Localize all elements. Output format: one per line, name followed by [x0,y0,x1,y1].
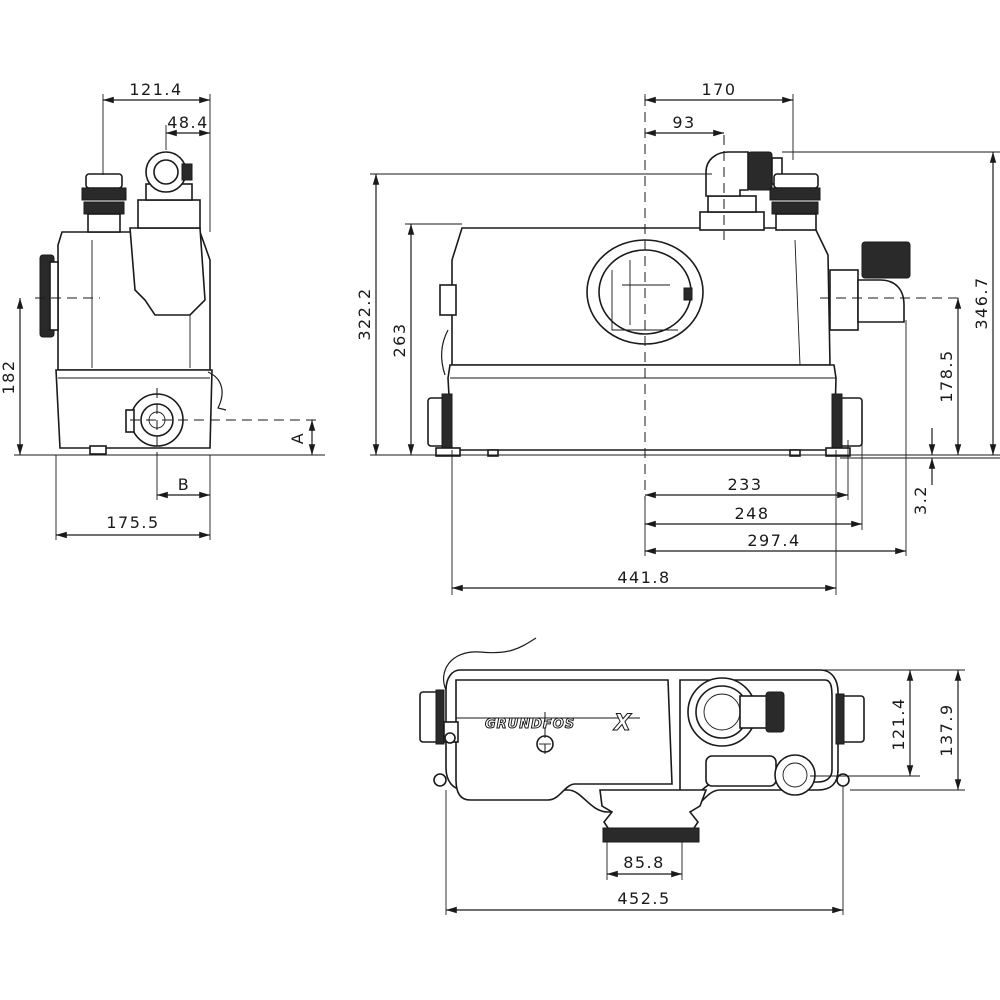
dim-label-182: 182 [0,359,18,394]
brand-logo-text: GRUNDFOS [485,717,575,732]
dim-label-297-4: 297.4 [747,531,800,550]
dim-label-178-5: 178.5 [937,349,956,402]
dim-label-3-2: 3.2 [911,485,930,515]
dim-label-346-7: 346.7 [972,276,991,329]
dim-label-121-4-top: 121.4 [889,697,908,750]
side-view-body [39,151,227,455]
dim-label-170: 170 [701,80,736,99]
dim-label-85-8: 85.8 [623,853,665,872]
dim-label-441-8: 441.8 [617,568,670,587]
front-view: 170 93 322.2 263 346.7 178.5 3.2 233 248 [355,80,1000,595]
dim-label-93: 93 [672,113,695,132]
front-view-body [427,151,911,457]
dim-label-452-5: 452.5 [617,889,670,908]
dim-label-175-5: 175.5 [106,513,159,532]
dim-label-233: 233 [727,475,762,494]
dim-label-263: 263 [390,322,409,357]
top-view: GRUNDFOS X 121.4 137.9 85.8 4 [419,637,965,915]
dim-label-A: A [288,432,307,444]
top-view-body: GRUNDFOS X [419,637,865,843]
side-view: 121.4 48.4 182 A B 175.5 [0,80,325,540]
dim-label-322-2: 322.2 [355,287,374,340]
dim-label-137-9: 137.9 [937,703,956,756]
dim-label-248: 248 [734,504,769,523]
dim-label-B: B [178,475,190,494]
dim-label-121-4: 121.4 [129,80,182,99]
dim-label-48-4: 48.4 [167,113,209,132]
brand-logo-mark: X [612,711,632,736]
